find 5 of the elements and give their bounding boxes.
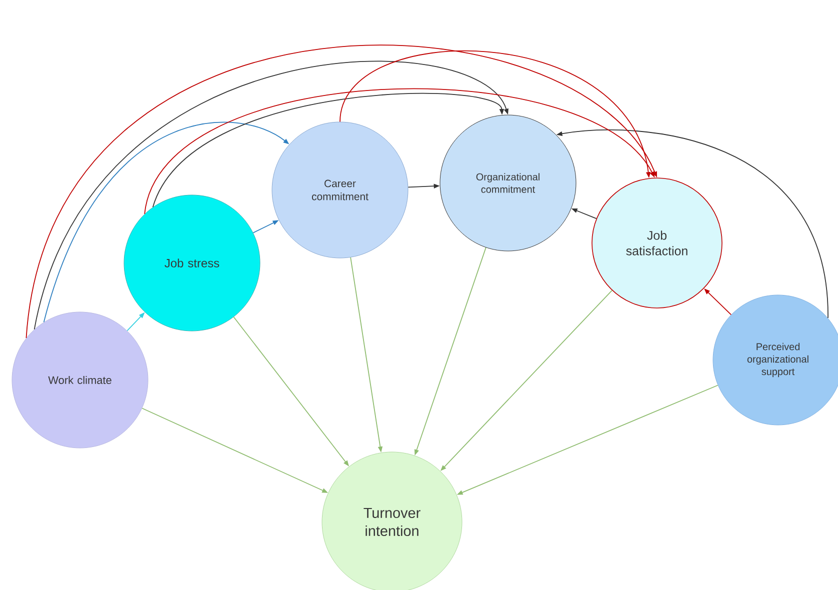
arrow [34, 60, 508, 330]
arrow [152, 92, 504, 208]
arrow [144, 88, 655, 214]
arrow [704, 288, 732, 316]
arrow [26, 44, 657, 338]
